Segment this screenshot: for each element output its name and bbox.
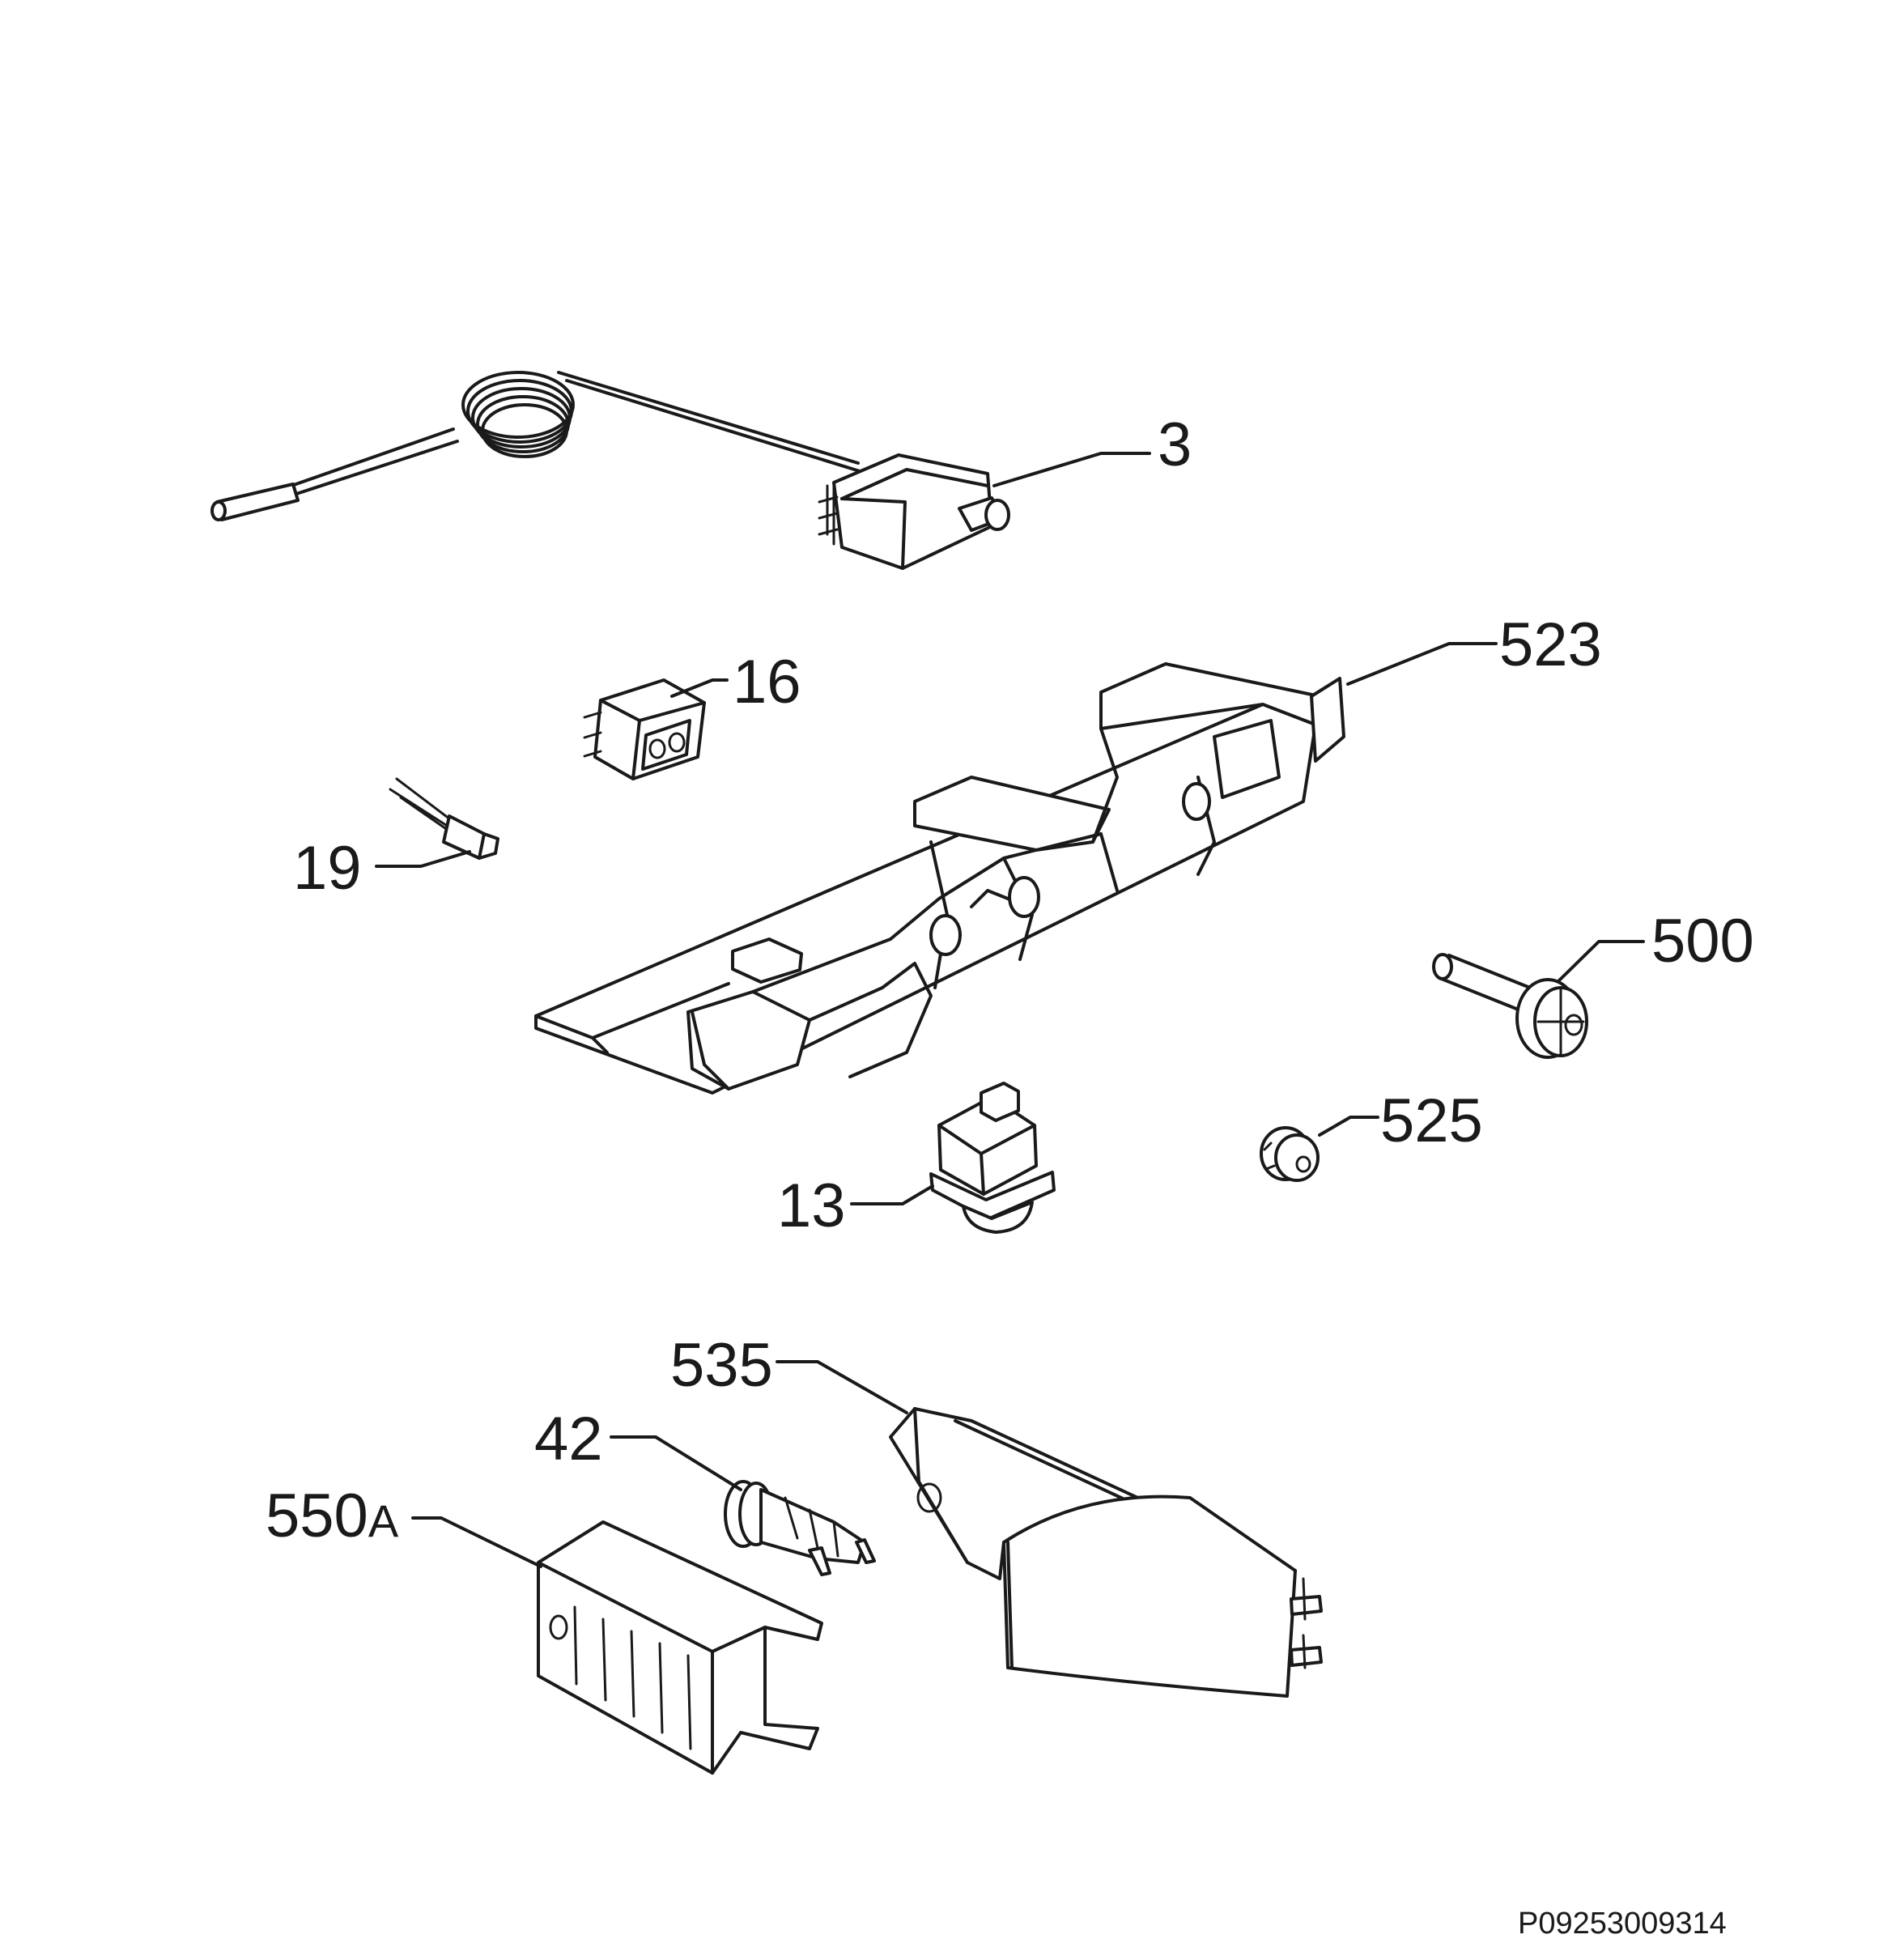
leader-535 [776,1360,908,1414]
leader-42 [610,1435,742,1491]
drawing-code: P09253009314 [1518,1907,1727,1941]
leader-523 [1346,642,1498,686]
callout-label-3: 3 [1158,410,1192,479]
leader-550a [411,1516,542,1568]
sensor-bulb [215,483,300,521]
capillary-tube [290,371,860,487]
door-switch-part [929,1082,1056,1234]
callout-label-535: 535 [670,1331,773,1400]
lamp-socket-part [724,1480,876,1576]
thermostat-part [210,371,1010,570]
cap-part [1260,1126,1320,1182]
leader-16 [670,678,729,698]
lamp-shaft-part [1432,953,1588,1059]
callout-label-550a-suffix: A [368,1495,399,1546]
lamp-cover-part [889,1407,1323,1698]
callout-label-500: 500 [1651,907,1754,976]
cable-part [389,777,499,860]
leader-3 [992,452,1151,487]
switch-part [583,678,706,780]
capillary-coil [461,371,575,458]
callout-label-525: 525 [1380,1086,1483,1155]
callout-label-523: 523 [1499,610,1602,679]
leader-525 [1318,1116,1379,1137]
housing-part [534,662,1345,1095]
leader-13 [850,1184,934,1205]
leader-19 [375,850,471,868]
callout-label-16: 16 [733,648,801,716]
callout-label-550a: 550A [266,1482,399,1550]
callout-label-550a-number: 550 [266,1482,368,1550]
lamp-housing-part [537,1520,823,1775]
callout-label-42: 42 [534,1405,603,1473]
leader-500 [1557,940,1645,983]
callout-label-19: 19 [293,834,362,903]
callout-label-13: 13 [777,1171,846,1240]
